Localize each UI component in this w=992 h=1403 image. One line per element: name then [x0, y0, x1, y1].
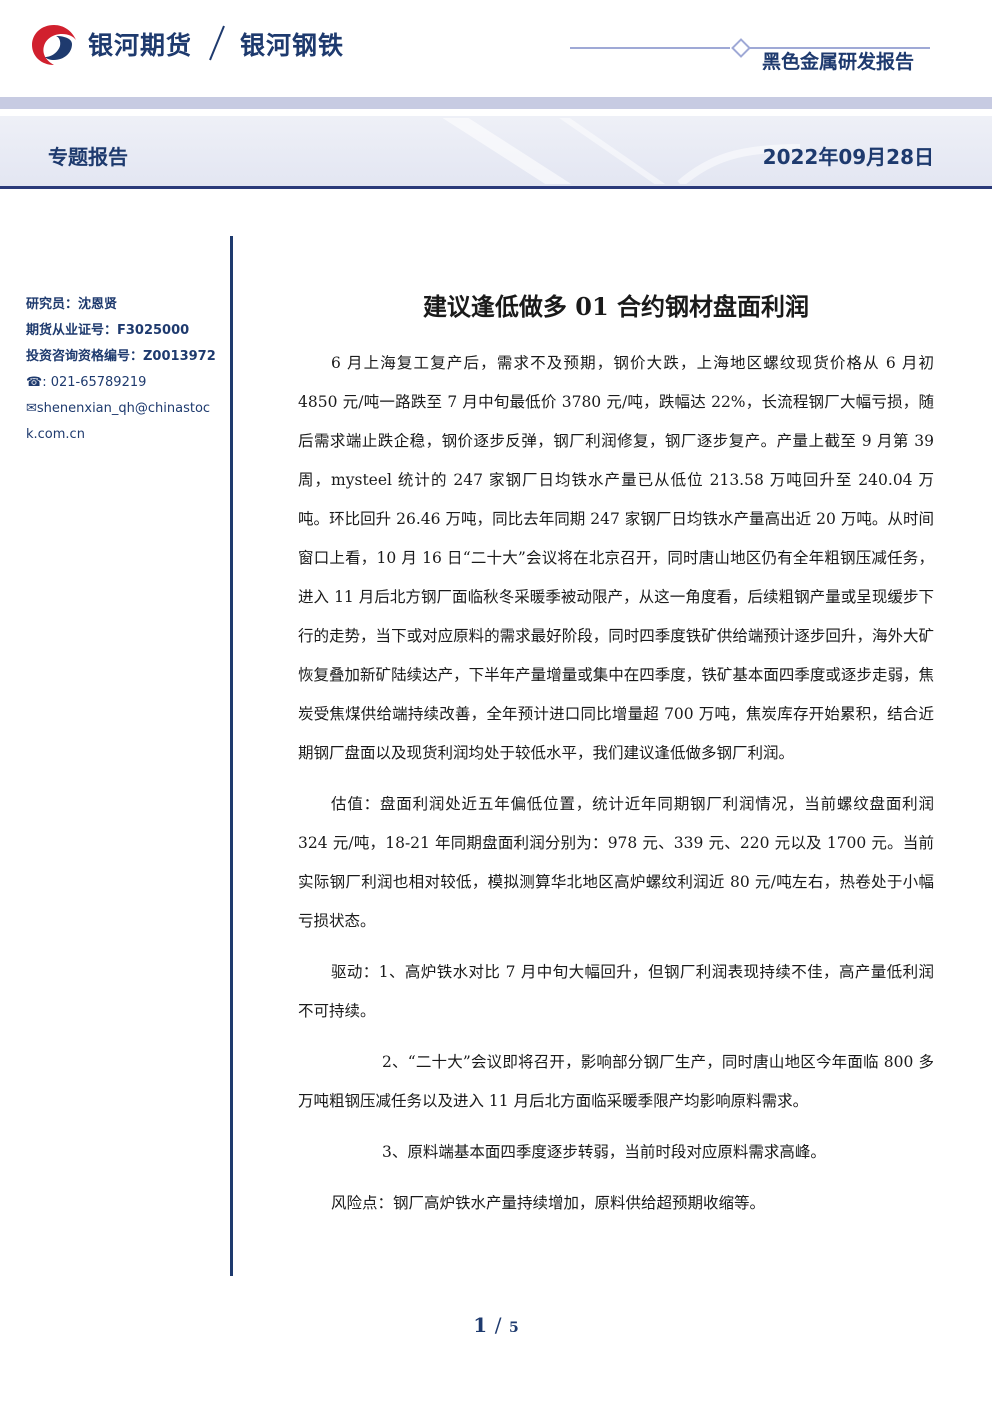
report-date: 2022年09月28日: [762, 145, 934, 169]
page-separator: /: [494, 1313, 502, 1337]
futures-license: 期货从业证号：F3025000: [26, 323, 190, 338]
page-current: 1: [473, 1313, 488, 1337]
analyst-name: 研究员：沈恩贤: [26, 297, 118, 312]
brand-galaxy-futures: 银河期货: [88, 31, 193, 60]
advisory-license: 投资咨询资格编号：Z0013972: [26, 349, 216, 364]
sidebar-divider: [230, 236, 233, 1276]
article-title: 建议逢低做多 01 合约钢材盘面利润: [422, 292, 810, 321]
paragraph-valuation: 估值：盘面利润处近五年偏低位置，统计近年同期钢厂利润情况，当前螺纹盘面利润 32…: [298, 795, 934, 930]
paragraph-driver-2: 2、“二十大”会议即将召开，影响部分钢厂生产，同时唐山地区今年面临 800 多万…: [298, 1053, 934, 1110]
paragraph-driver-1: 驱动：1、高炉铁水对比 7 月中旬大幅回升，但钢厂利润表现持续不佳，高产量低利润…: [298, 963, 934, 1020]
brand-galaxy-steel: 银河钢铁: [240, 31, 345, 60]
report-category: 黑色金属研发报告: [762, 51, 915, 73]
report-header: 银河期货 银河钢铁 黑色金属研发报告: [0, 0, 992, 100]
brand-slash-divider: [209, 25, 225, 61]
paragraph-summary: 6 月上海复工复产后，需求不及预期，钢价大跌，上海地区螺纹现货价格从 6 月初 …: [298, 354, 934, 762]
analyst-info: 研究员：沈恩贤 期货从业证号：F3025000 投资咨询资格编号：Z001397…: [26, 292, 226, 448]
header-decor-line-right: [750, 47, 930, 49]
header-decor-line: [570, 47, 730, 49]
header-stripe: [0, 97, 992, 109]
galaxy-futures-logo-icon: [32, 25, 76, 65]
header-diamond-icon: [731, 38, 751, 58]
analyst-email[interactable]: ✉shenenxian_qh@chinastock.com.cn: [26, 401, 211, 442]
article-body: 6 月上海复工复产后，需求不及预期，钢价大跌，上海地区螺纹现货价格从 6 月初 …: [298, 344, 934, 1223]
band-watermark-decor: [442, 118, 800, 184]
report-kind-band: [0, 116, 992, 189]
page-total: 5: [509, 1320, 519, 1336]
analyst-phone: ☎: 021-65789219: [26, 375, 147, 390]
paragraph-risk: 风险点：钢厂高炉铁水产量持续增加，原料供给超预期收缩等。: [331, 1194, 766, 1212]
report-kind-label: 专题报告: [48, 145, 128, 169]
page-number: 1 / 5: [0, 1313, 992, 1337]
paragraph-driver-3: 3、原料端基本面四季度逐步转弱，当前时段对应原料需求高峰。: [382, 1143, 826, 1161]
